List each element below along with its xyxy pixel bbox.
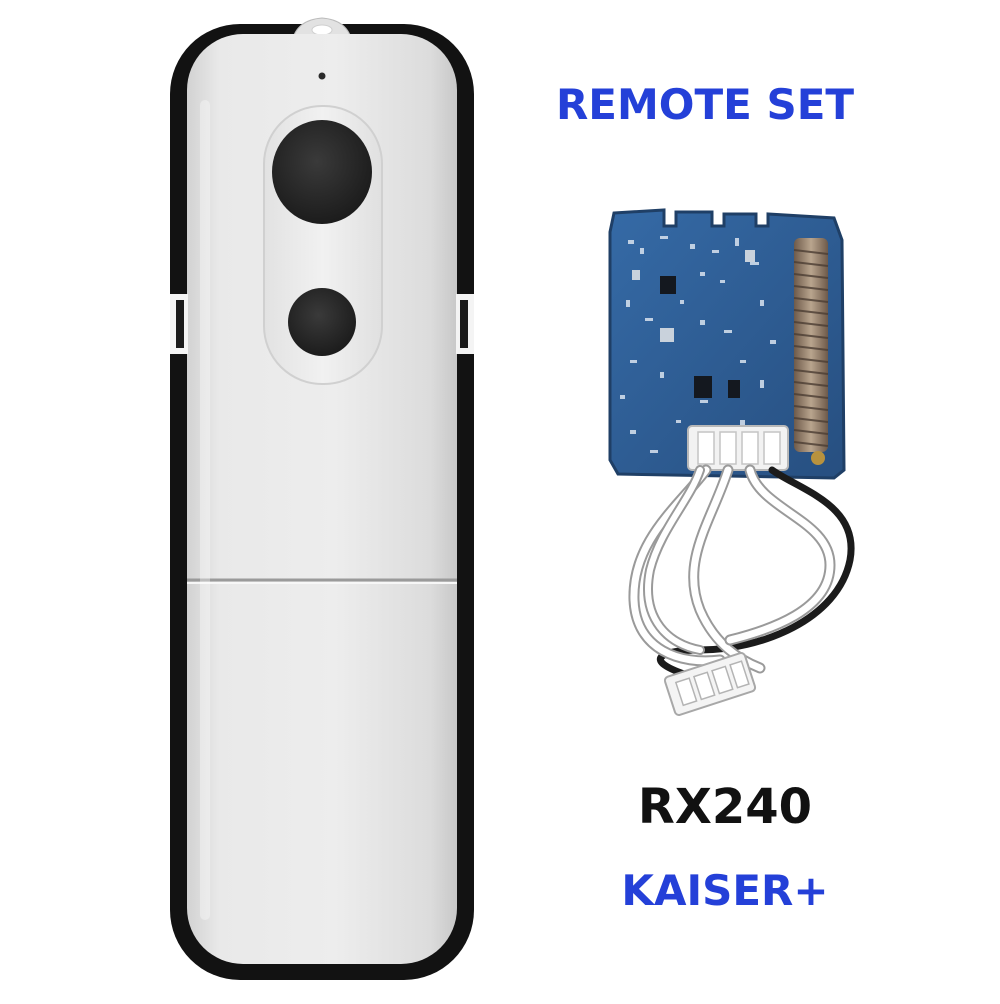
- receiver-module: [608, 208, 846, 480]
- model-number: RX240: [637, 779, 813, 835]
- remote-control: [170, 17, 474, 980]
- pcb-chip: [728, 380, 740, 398]
- cable-end-connector: [663, 652, 757, 716]
- remote-body: [187, 34, 457, 964]
- upper-button: [272, 120, 372, 224]
- brand-name: KAISER+: [621, 866, 829, 915]
- product-title: REMOTE SET: [555, 80, 855, 129]
- lower-button: [288, 288, 356, 356]
- cable-harness: [628, 464, 855, 680]
- coil-antenna: [794, 238, 828, 452]
- pcb-chip: [660, 276, 676, 294]
- pcb-chip: [694, 376, 712, 398]
- led-indicator: [318, 72, 326, 80]
